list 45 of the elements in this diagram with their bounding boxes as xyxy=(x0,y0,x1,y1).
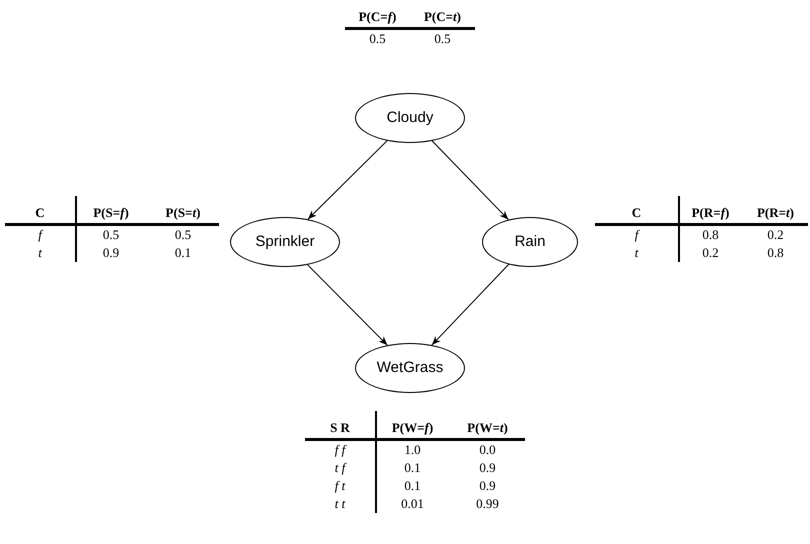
column-header: P(S=f) xyxy=(92,204,130,222)
probability-value: 0.2 xyxy=(766,226,785,244)
probability-value: 0.9 xyxy=(478,477,497,495)
row-label: t t xyxy=(334,495,346,513)
probability-value: 0.0 xyxy=(478,441,497,459)
arrow xyxy=(431,264,510,346)
probability-value: 0.01 xyxy=(400,495,425,513)
probability-value: 0.8 xyxy=(766,244,785,262)
column-header: C xyxy=(630,204,642,222)
row-label: f f xyxy=(334,441,348,459)
probability-value: 0.1 xyxy=(403,477,422,495)
row-label: t f xyxy=(334,459,348,477)
row-label: f t xyxy=(334,477,346,495)
node-label: WetGrass xyxy=(376,358,444,378)
column-header: P(C=t) xyxy=(422,8,462,26)
arrow xyxy=(432,140,509,220)
column-header: S R xyxy=(329,419,351,437)
row-label: f xyxy=(37,226,44,244)
probability-value: 0.5 xyxy=(174,226,192,244)
row-label: t xyxy=(634,244,640,262)
probability-value: 0.8 xyxy=(701,226,720,244)
node-label: Rain xyxy=(514,232,546,252)
column-header: C xyxy=(34,204,46,222)
probability-value: 0.5 xyxy=(102,226,120,244)
column-header: P(R=t) xyxy=(756,204,796,222)
column-header: P(S=t) xyxy=(164,204,202,222)
column-header: P(W=t) xyxy=(466,419,509,437)
arrow xyxy=(307,140,388,220)
node-label: Cloudy xyxy=(386,108,434,128)
probability-value: 1.0 xyxy=(403,441,422,459)
arrow xyxy=(307,264,388,346)
probability-value: 0.99 xyxy=(475,495,500,513)
column-header: P(R=f) xyxy=(690,204,730,222)
probability-value: 0.9 xyxy=(478,459,497,477)
column-header: P(C=f) xyxy=(358,8,398,26)
probability-value: 0.5 xyxy=(433,30,452,48)
probability-value: 0.5 xyxy=(368,30,387,48)
probability-value: 0.9 xyxy=(102,244,120,262)
probability-value: 0.1 xyxy=(403,459,422,477)
column-header: P(W=f) xyxy=(390,419,434,437)
row-label: t xyxy=(37,244,44,262)
row-label: f xyxy=(634,226,641,244)
probability-value: 0.2 xyxy=(701,244,720,262)
probability-value: 0.1 xyxy=(174,244,192,262)
node-label: Sprinkler xyxy=(255,232,315,252)
